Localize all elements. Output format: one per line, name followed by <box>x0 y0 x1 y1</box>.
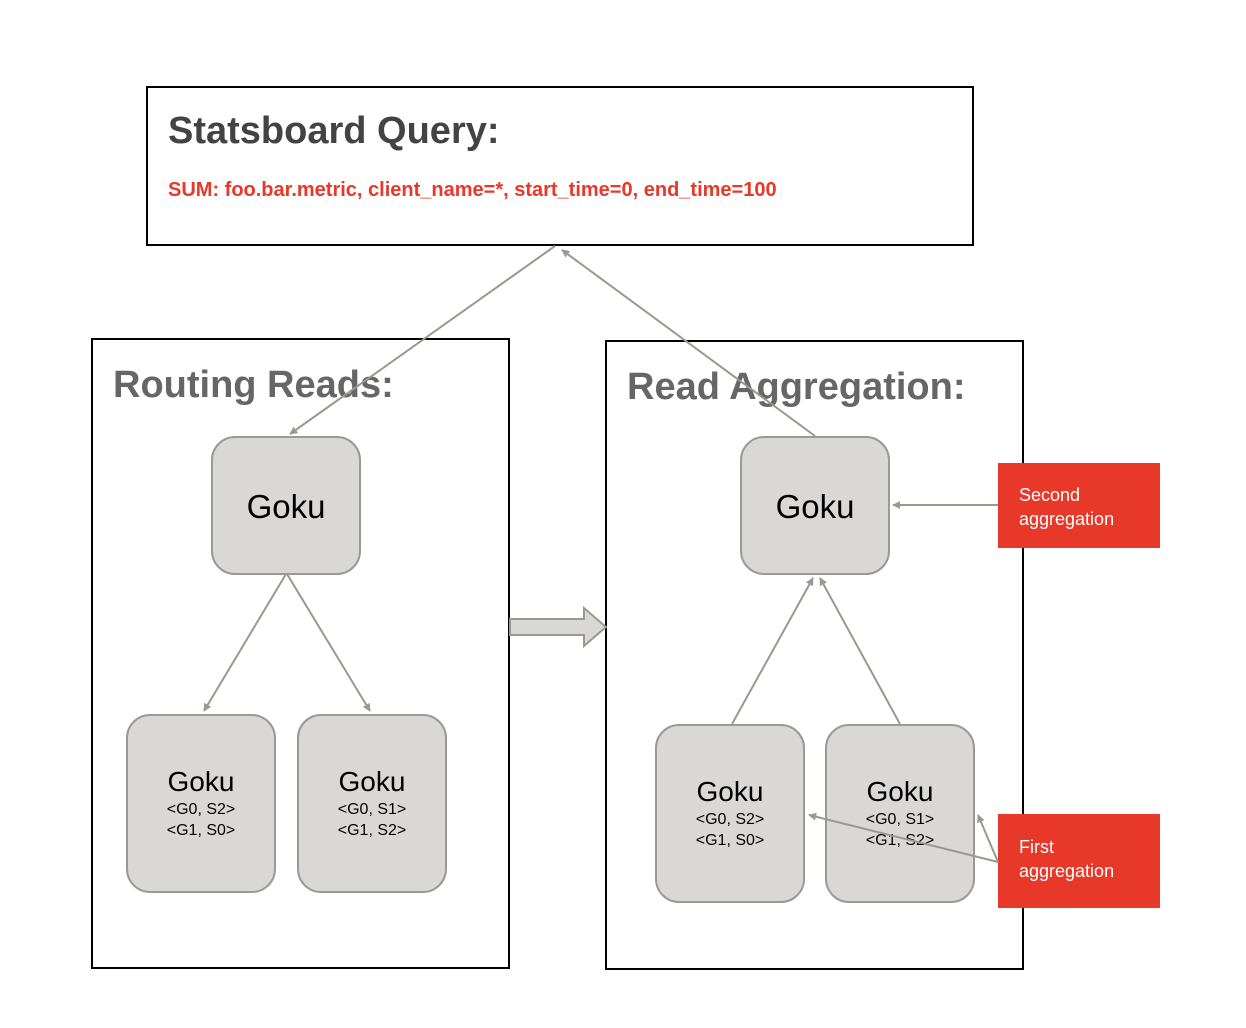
transition-arrow <box>509 605 608 649</box>
node-shard-line: <G1, S2> <box>337 822 407 839</box>
callout-line: aggregation <box>1019 509 1115 529</box>
node-label: Goku <box>338 766 406 797</box>
node-label: Goku <box>246 488 326 525</box>
node-shard-line: <G0, S2> <box>166 801 236 818</box>
query-box <box>146 86 974 246</box>
routing-root-node: Goku <box>211 436 361 575</box>
node-label: Goku <box>167 766 235 797</box>
node-shard-line: <G1, S0> <box>166 822 236 839</box>
node-label: Goku <box>866 776 934 807</box>
second-aggregation-callout: Second aggregation <box>998 463 1160 548</box>
node-shard-line: <G0, S2> <box>695 811 765 828</box>
node-shard-line: <G0, S1> <box>337 801 407 818</box>
routing-leaf-node-1: Goku <G0, S2> <G1, S0> <box>126 714 276 893</box>
aggregation-leaf-node-1: Goku <G0, S2> <G1, S0> <box>655 724 805 903</box>
routing-reads-title: Routing Reads: <box>113 364 394 406</box>
query-text: SUM: foo.bar.metric, client_name=*, star… <box>168 179 777 201</box>
node-label: Goku <box>775 488 855 525</box>
callout-line: aggregation <box>1019 861 1115 881</box>
aggregation-root-node: Goku <box>740 436 890 575</box>
aggregation-leaf-node-2: Goku <G0, S1> <G1, S2> <box>825 724 975 903</box>
read-aggregation-title: Read Aggregation: <box>627 366 966 408</box>
node-shard-line: <G1, S2> <box>865 832 935 849</box>
node-label: Goku <box>696 776 764 807</box>
first-aggregation-callout: First aggregation <box>998 814 1160 908</box>
node-shard-line: <G0, S1> <box>865 811 935 828</box>
routing-leaf-node-2: Goku <G0, S1> <G1, S2> <box>297 714 447 893</box>
callout-line: First <box>1019 837 1054 857</box>
query-title: Statsboard Query: <box>168 110 500 152</box>
callout-line: Second <box>1019 485 1081 505</box>
node-shard-line: <G1, S0> <box>695 832 765 849</box>
